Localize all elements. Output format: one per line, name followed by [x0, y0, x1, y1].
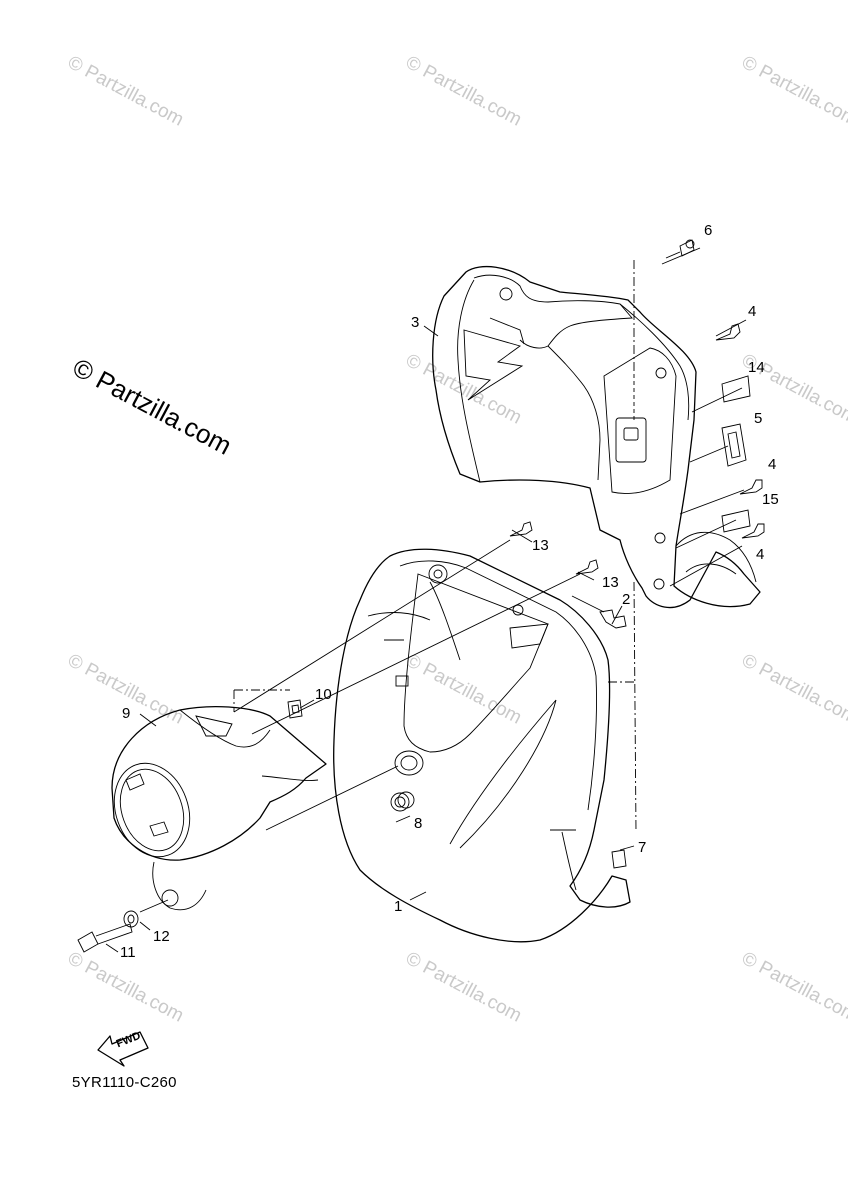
- inner-leg-shield: [432, 265, 761, 609]
- fwd-arrow-icon: [97, 1031, 149, 1067]
- screw-13-icon: [509, 521, 533, 537]
- part-number-5: 5: [754, 410, 763, 427]
- part-number-13: 13: [602, 574, 619, 591]
- bolt-2-icon: [599, 609, 627, 629]
- part-number-14: 14: [748, 359, 765, 376]
- screw-4-icon: [715, 323, 741, 341]
- screw-6-icon: [665, 239, 695, 259]
- part-number-9: 9: [122, 705, 131, 722]
- part-number-1: 1: [394, 898, 403, 915]
- screw-4-icon: [739, 479, 763, 495]
- seal-5-icon: [721, 423, 747, 467]
- part-number-11: 11: [120, 944, 136, 961]
- diagram-code: 5YR1110-C260: [72, 1074, 177, 1091]
- part-number-4: 4: [756, 546, 765, 563]
- front-cover: [333, 548, 631, 943]
- part-number-15: 15: [762, 491, 779, 508]
- part-number-4: 4: [748, 303, 757, 320]
- part-number-4: 4: [768, 456, 777, 473]
- part-number-7: 7: [638, 839, 647, 856]
- leader-lines: [105, 247, 747, 953]
- part-number-10: 10: [315, 686, 332, 703]
- part-number-3: 3: [411, 314, 420, 331]
- part-number-8: 8: [414, 815, 423, 832]
- part-number-2: 2: [622, 591, 631, 608]
- collar-12-icon: [123, 910, 139, 928]
- nut-10-icon: [287, 699, 303, 719]
- nut-7-icon: [611, 849, 627, 869]
- part-number-12: 12: [153, 928, 170, 945]
- part-number-6: 6: [704, 222, 713, 239]
- headlight-cover: [111, 705, 327, 911]
- pad-14-icon: [721, 375, 751, 403]
- pad-15-icon: [721, 509, 751, 533]
- bolt-11-icon: [77, 923, 133, 953]
- screw-13-icon: [575, 559, 599, 575]
- screw-4-icon: [741, 523, 765, 539]
- part-number-13: 13: [532, 537, 549, 554]
- emblem-8-icon: [390, 792, 410, 812]
